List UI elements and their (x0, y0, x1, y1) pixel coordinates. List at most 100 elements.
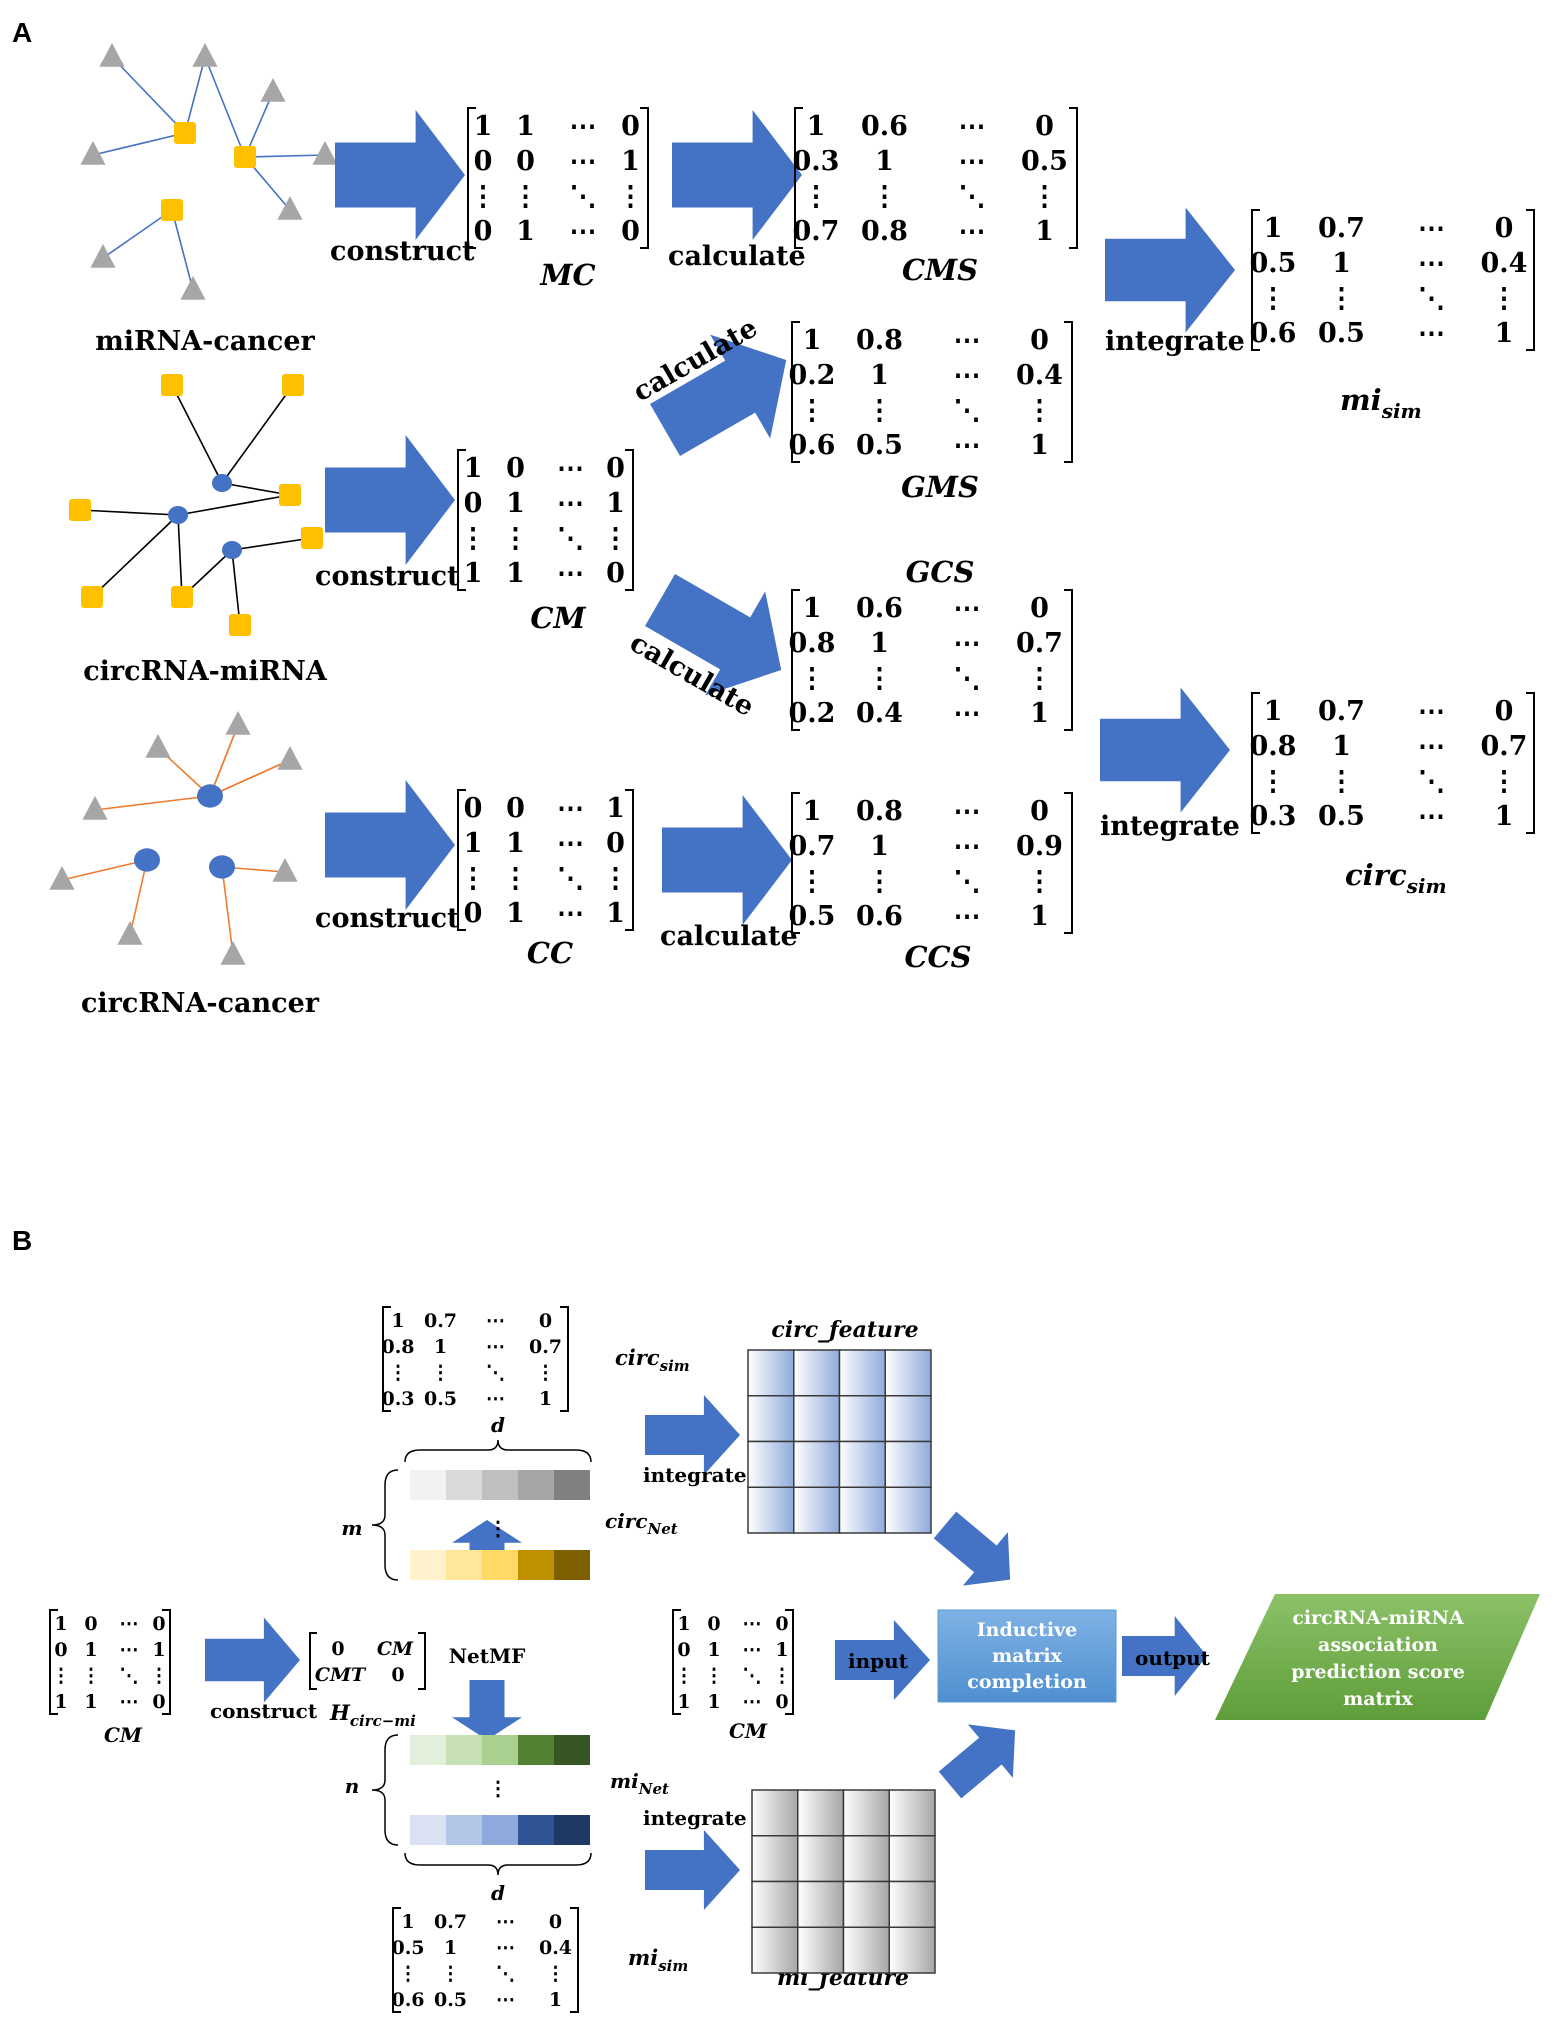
arrow-construct-cc (325, 780, 455, 910)
mi-feature-grid-cell (797, 1880, 845, 1928)
arrow-feature-to-imc (933, 1511, 1011, 1586)
matrix-cm-b-left-cell: ⋮ (52, 1665, 71, 1687)
arrow-integrate-b-bottom (645, 1830, 740, 1910)
matrix-mi-sim-cell: 0.5 (1250, 248, 1297, 279)
circ-feature-grid-cell (838, 1486, 886, 1534)
network-edge (129, 859, 148, 936)
matrix-cm-b-mid-cell: ⋯ (743, 1639, 762, 1661)
matrix-gcs-cell: 0.6 (856, 593, 903, 624)
matrix-mc-cell: 0 (474, 216, 493, 247)
h-base: H (329, 1700, 351, 1725)
mi-feature-grid-cell (751, 1835, 799, 1883)
matrix-cm-b-mid-cell: ⋱ (743, 1665, 762, 1687)
circrna-node-icon (134, 848, 160, 872)
matrix-cc-cell: ⋱ (557, 863, 584, 894)
cancer-node-icon (277, 746, 303, 770)
circ-net-strip-bottom-cell (518, 1550, 554, 1580)
matrix-ccs-cell: 0.8 (856, 796, 903, 827)
circ-feature-grid-cell (838, 1440, 886, 1488)
cancer-node-icon (145, 734, 171, 758)
matrix-cms-cell: 0.8 (861, 216, 908, 247)
matrix-ccs-cell: ⋮ (799, 866, 826, 897)
matrix-circ-sim-b-cell: ⋯ (486, 1310, 505, 1332)
matrix-cm-b-left-cell: 1 (152, 1639, 165, 1661)
network-label-circrna-mirna: circRNA-miRNA (83, 656, 328, 687)
circ-feature-grid-cell (793, 1349, 841, 1397)
cancer-node-icon (260, 78, 286, 102)
matrix-mi-sim-b-cell: ⋯ (496, 1911, 515, 1933)
circ-feature-grid-cell (884, 1349, 932, 1397)
cancer-node-icon (220, 941, 246, 965)
feature-grids (747, 1349, 936, 1974)
mi-feature-grid-cell (751, 1926, 799, 1974)
circrna-cancer-network (49, 711, 303, 965)
mi-feature-grid-cell (842, 1926, 890, 1974)
mi-feature-grid-cell (797, 1926, 845, 1974)
mi-feature-grid-cell (751, 1789, 799, 1837)
matrix-gcs-cell: 0 (1030, 593, 1049, 624)
matrix-ccs-cell: 1 (1030, 901, 1049, 932)
construct-label-mc: construct (330, 236, 475, 267)
m-label: m (341, 1516, 362, 1540)
matrix-cc-cell: ⋯ (557, 898, 584, 929)
matrix-ccs-cell: ⋮ (1026, 866, 1053, 897)
matrix-cm-cell: 0 (606, 453, 625, 484)
mi-sim-base: mi (1340, 383, 1382, 417)
matrix-mc-cell: 0 (516, 146, 535, 177)
matrix-cm-b-left-cell: 0 (54, 1639, 67, 1661)
circ-net-strip-top-cell (446, 1470, 482, 1500)
circ-net-strip-top-cell (518, 1470, 554, 1500)
matrix-mc-cell: 1 (474, 111, 493, 142)
matrix-mi-sim-cell: 1 (1332, 248, 1351, 279)
mirna-node-icon (81, 586, 103, 608)
cancer-node-icon (82, 796, 108, 820)
matrix-name-cm: CM (530, 601, 586, 635)
matrix-cc-cell: 1 (506, 898, 525, 929)
arrow-mi-to-imc (938, 1724, 1016, 1799)
circ-feature-grid-cell (793, 1395, 841, 1443)
matrix-cm-cell: ⋮ (602, 523, 629, 554)
matrix-mi-sim-b-cell: ⋮ (441, 1963, 460, 1985)
matrix-circ-sim-b-bracket-right (560, 1306, 569, 1412)
matrix-gcs-cell: ⋯ (954, 593, 981, 624)
matrix-gcs-cell: ⋯ (954, 628, 981, 659)
matrix-ccs-cell: 0.9 (1016, 831, 1063, 862)
matrix-cm-b-mid-cell: 0 (677, 1639, 690, 1661)
network-edge (244, 154, 326, 158)
matrix-cms-cell: ⋯ (959, 216, 986, 247)
matrix-gms-bracket-left (791, 321, 800, 463)
matrix-gcs-cell: 0.4 (856, 698, 903, 729)
calculate-label-ccs: calculate (660, 921, 798, 952)
matrix-circ-sim-b-cell: ⋯ (486, 1388, 505, 1410)
matrix-cc-cell: ⋮ (460, 863, 487, 894)
matrix-ccs-cell: ⋱ (954, 866, 981, 897)
integrate-label-b-top: integrate (643, 1463, 747, 1487)
circ-feature-label: circ_feature (771, 1317, 918, 1343)
matrix-cc-cell: ⋯ (557, 828, 584, 859)
matrix-cm-bracket-right (625, 449, 634, 591)
mirna-node-icon (279, 484, 301, 506)
arrow-integrate-b-top (645, 1395, 740, 1475)
input-label: input (848, 1649, 909, 1673)
matrix-mc-cell: 1 (516, 216, 535, 247)
matrix-gms-cell: 0.4 (1016, 360, 1063, 391)
matrix-circ-sim-b-cell: ⋮ (389, 1362, 408, 1384)
matrix-name-cc: CC (527, 936, 573, 970)
matrix-mi-sim-cell: ⋯ (1418, 213, 1445, 244)
matrix-cm-b-mid-cell: 0 (775, 1691, 788, 1713)
circ-net-strip-bottom-cell (554, 1550, 590, 1580)
circrna-node-icon (212, 474, 232, 492)
matrix-mc-cell: 0 (621, 216, 640, 247)
matrix-circ-sim-b-cell: 0.7 (529, 1336, 562, 1358)
mirna-node-icon (229, 614, 251, 636)
matrix-cc-cell: ⋯ (557, 793, 584, 824)
matrix-circ-sim-cell: ⋮ (1491, 766, 1518, 797)
matrix-mi-sim-cell: 0.6 (1250, 318, 1297, 349)
